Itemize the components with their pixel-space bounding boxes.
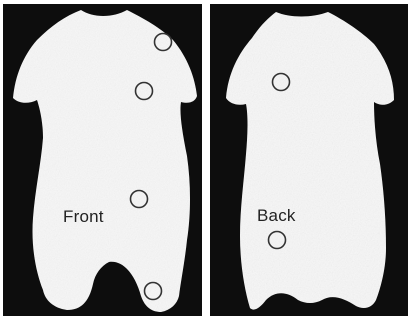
- front-view-label: Front: [63, 207, 104, 227]
- back-body-silhouette: [226, 12, 394, 310]
- back-view-label: Back: [257, 206, 296, 226]
- front-torso-figure: [3, 4, 202, 316]
- front-body-silhouette: [13, 10, 197, 312]
- back-view-panel: Back: [210, 4, 408, 316]
- back-torso-figure: [210, 4, 408, 316]
- front-view-panel: Front: [3, 4, 202, 316]
